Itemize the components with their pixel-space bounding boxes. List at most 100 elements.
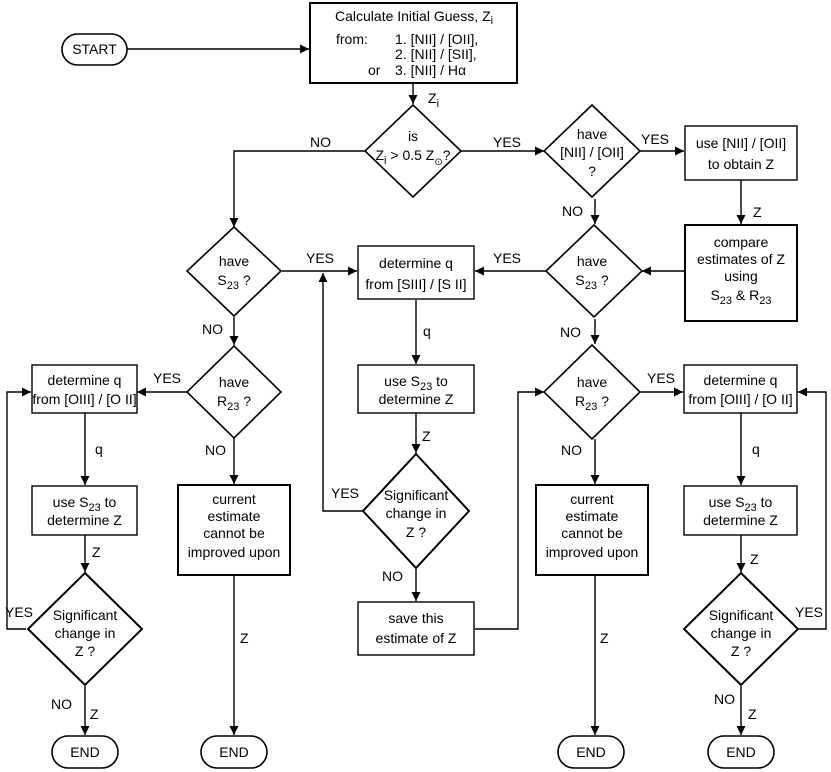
label-yes-sig-left: YES [5,604,33,620]
arrow-save-to-dR [475,387,544,630]
svg-text:use S23 to: use S23 to [53,494,117,514]
label-no-sig-left: NO [51,696,72,712]
svg-text:S23 & R23: S23 & R23 [710,287,771,307]
decision-have-nii-oii: have [NII] / [OII] ? [542,103,642,199]
svg-text:estimate: estimate [208,508,261,524]
calc-option-2: 2. [NII] / [SII], [395,46,477,62]
label-yes-s23-left: YES [306,250,334,266]
connectors [6,44,827,735]
determine-q-oiii-right-box: determine q from [OIII] / [O II] [683,364,798,414]
svg-text:Significant: Significant [709,607,774,623]
decision-have-r23-left: have R23 ? [185,344,283,440]
label-z-left: Z [92,544,101,560]
det-q-right-line2: from [OIII] / [O II] [688,391,792,407]
svg-text:[NII] / [OII]: [NII] / [OII] [560,144,624,160]
label-z-use-nii: Z [753,204,762,220]
label-yes-d1: YES [493,134,521,150]
start-label: START [72,41,117,57]
svg-text:Z ?: Z ? [75,643,95,659]
use-s23-mid-box: use S23 to determine Z [357,364,475,414]
label-yes-sig-mid: YES [331,485,359,501]
svg-text:estimate of Z: estimate of Z [376,630,457,646]
svg-text:use S23 to: use S23 to [384,373,448,393]
end-terminal-2: END [200,735,268,769]
use-s23-left-line2: determine Z [47,512,122,528]
label-z-right: Z [750,551,759,567]
decision-have-s23-left: have S23 ? [185,225,283,318]
decision-have-r23-right: have R23 ? [542,343,642,441]
use-nii-oii-box: use [NII] / [OII] to obtain Z [684,125,798,181]
end-terminal-3: END [557,735,625,769]
calc-or: or [368,62,381,78]
svg-text:Significant: Significant [53,607,118,623]
end-label: END [219,744,249,760]
edge-labels: Zi NO YES YES NO Z YES YES NO NO q YES Y… [5,90,823,722]
svg-text:R23 ?: R23 ? [217,393,251,413]
compare-estimates-box: compare estimates of Z using S23 & R23 [684,224,798,322]
svg-text:Z ?: Z ? [731,643,751,659]
det-q-mid-line1: determine q [379,255,453,271]
svg-text:have: have [577,126,608,142]
label-yes-r23-left: YES [153,370,181,386]
arrow-sig-left-yes-loop [6,387,31,630]
calc-title: Calculate Initial Guess, Z [335,8,491,24]
start-terminal: START [61,33,128,66]
svg-text:have: have [219,374,250,390]
det-q-right-line1: determine q [704,372,778,388]
compare-line1: compare [714,234,769,250]
svg-text:S23 ?: S23 ? [217,272,250,292]
decision-zi-threshold: is Zi > 0.5 Z⊙? [363,103,463,199]
end-label: END [576,744,606,760]
svg-text:Calculate Initial Guess, Zi: Calculate Initial Guess, Zi [335,8,493,27]
decision-have-s23-right: have S23 ? [544,223,644,319]
svg-text:R23 ?: R23 ? [575,393,609,413]
compare-line2: estimates of Z [697,251,785,267]
label-no-r23-left: NO [205,442,226,458]
use-s23-right-line2: determine Z [703,512,778,528]
label-no-d1: NO [310,134,331,150]
svg-text:Significant: Significant [384,487,449,503]
svg-text:?: ? [588,163,596,179]
label-no-d2: NO [562,203,583,219]
compare-line3: using [724,268,757,284]
current-estimate-left-box: current estimate cannot be improved upon [177,484,291,576]
end-terminal-1: END [51,735,119,769]
svg-text:cannot be: cannot be [203,525,265,541]
use-s23-mid-line2: determine Z [379,391,454,407]
label-no-r23-right: NO [561,442,582,458]
svg-text:cannot be: cannot be [561,525,623,541]
label-q-right: q [752,441,760,457]
decision-significant-change-mid: Significant change in Z ? [361,452,471,570]
svg-text:change in: change in [55,625,116,641]
label-q-mid: q [423,323,431,339]
svg-text:current: current [212,491,256,507]
svg-text:estimate: estimate [566,508,619,524]
svg-text:have: have [577,374,608,390]
svg-text:have: have [219,253,250,269]
svg-text:Z ?: Z ? [406,524,426,540]
label-no-sig-mid: NO [382,568,403,584]
calc-title-sub: i [491,15,493,27]
label-yes-d2: YES [641,131,669,147]
svg-text:have: have [577,253,608,269]
label-yes-sig-right: YES [795,604,823,620]
use-nii-oii-line1: use [NII] / [OII] [696,135,786,151]
label-z-mid: Z [422,428,431,444]
svg-text:S23 ?: S23 ? [575,272,608,292]
label-no-sig-right: NO [714,691,735,707]
arrow-d1-no [229,150,365,227]
end-terminal-4: END [707,735,775,769]
label-yes-s23-right: YES [493,250,521,266]
det-q-mid-line2: from [SIII] / [S II] [365,276,466,292]
determine-q-siii-box: determine q from [SIII] / [S II] [357,245,475,300]
current-estimate-right-box: current estimate cannot be improved upon [535,484,649,576]
calc-initial-guess-box: Calculate Initial Guess, Zi from: 1. [NI… [309,2,518,84]
det-q-left-line2: from [OIII] / [O II] [32,391,136,407]
label-no-s23-left: NO [202,321,223,337]
use-s23-left-box: use S23 to determine Z [31,485,138,536]
svg-text:Zi: Zi [428,90,439,110]
label-no-s23-right: NO [560,324,581,340]
label-z-end-left: Z [90,706,99,722]
